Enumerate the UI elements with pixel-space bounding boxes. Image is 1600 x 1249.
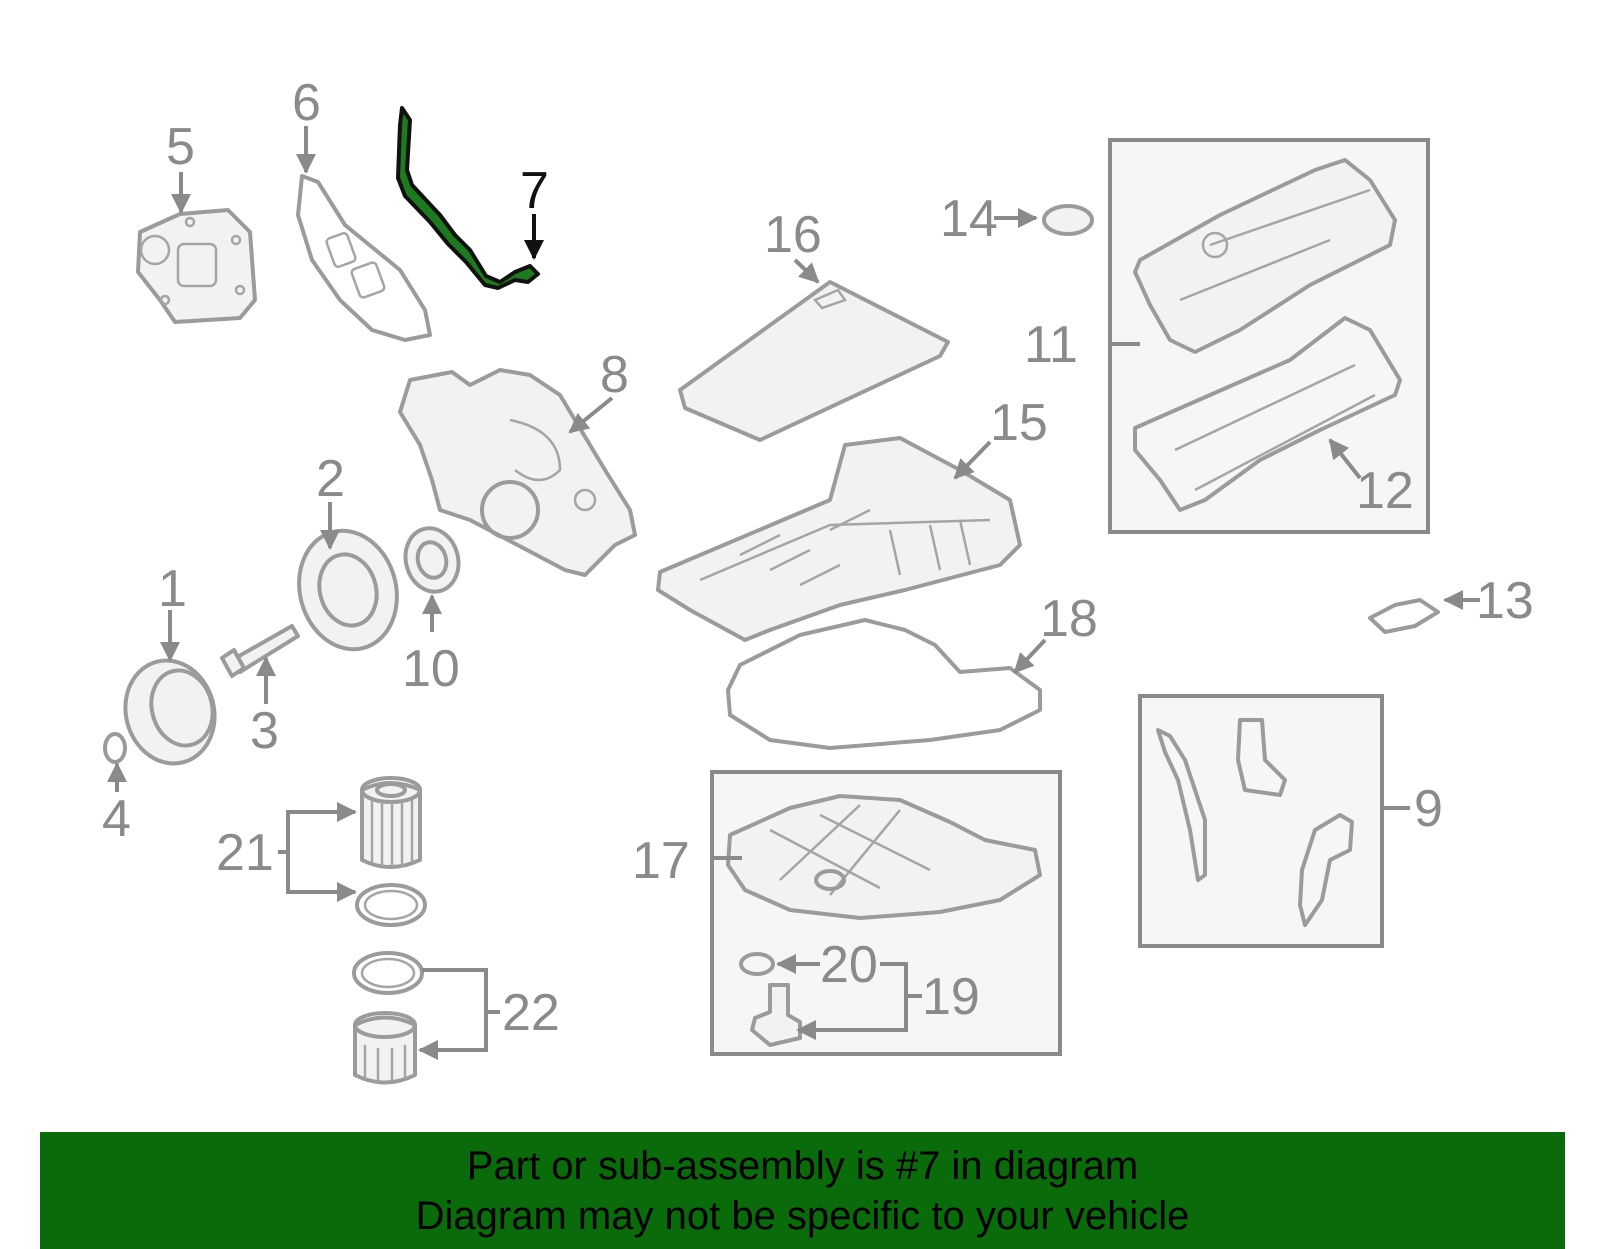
callout-22: 22 (502, 984, 560, 1042)
banner-line-1: Part or sub-assembly is #7 in diagram (466, 1144, 1139, 1188)
part-19-drain-plug[interactable] (750, 983, 802, 1047)
part-11-valve-cover[interactable] (1133, 158, 1397, 354)
callout-5: 5 (166, 118, 195, 176)
part-1-damper[interactable] (114, 650, 226, 773)
group-box-9 (1138, 694, 1384, 948)
callout-20: 20 (820, 936, 878, 994)
part-2-pulley[interactable] (286, 520, 410, 661)
part-5-pump-housing[interactable] (136, 208, 257, 324)
callout-14: 14 (940, 190, 998, 248)
callout-11: 11 (1024, 316, 1078, 374)
part-17-oil-pan-lower[interactable] (726, 794, 1042, 920)
callout-6: 6 (292, 74, 321, 132)
part-7-timing-cover-gasket[interactable] (396, 106, 540, 290)
callout-4: 4 (102, 790, 131, 848)
callout-12: 12 (1356, 462, 1414, 520)
part-9-gasket-kit[interactable] (1156, 718, 1354, 927)
part-10-seal[interactable] (399, 522, 466, 597)
callout-8: 8 (600, 346, 629, 404)
part-16-gasket[interactable] (678, 280, 950, 442)
part-14-seal[interactable] (1042, 204, 1094, 236)
callout-19: 19 (922, 968, 980, 1026)
callout-1: 1 (158, 560, 187, 618)
callout-18: 18 (1040, 590, 1098, 648)
callout-15: 15 (990, 394, 1048, 452)
info-banner: Part or sub-assembly is #7 in diagram Di… (40, 1132, 1565, 1249)
leader-lines (107, 126, 1480, 1060)
part-20-washer[interactable] (739, 952, 775, 976)
callout-2: 2 (316, 450, 345, 508)
part-15-oil-pan-upper[interactable] (656, 436, 1022, 642)
callout-labels: 1 2 3 4 5 6 7 8 9 10 11 12 13 14 15 16 1… (102, 74, 1534, 1042)
part-22-filter-cap[interactable] (352, 951, 424, 1085)
callout-13: 13 (1476, 572, 1534, 630)
callout-3: 3 (250, 702, 279, 760)
callout-21: 21 (216, 824, 274, 882)
part-12-valve-cover-gasket[interactable] (1133, 316, 1402, 512)
part-4-ring[interactable] (103, 732, 127, 764)
part-3-bolt[interactable] (220, 624, 300, 678)
part-21-oil-filter[interactable] (355, 776, 427, 927)
callout-7: 7 (520, 162, 549, 220)
callout-9: 9 (1414, 780, 1443, 838)
callout-10: 10 (402, 640, 460, 698)
part-13-gasket[interactable] (1368, 598, 1440, 634)
part-6-gasket[interactable] (296, 174, 432, 342)
part-8-front-cover[interactable] (398, 368, 637, 577)
banner-line-2: Diagram may not be specific to your vehi… (415, 1194, 1190, 1238)
callout-16: 16 (764, 206, 822, 264)
callout-17: 17 (632, 832, 690, 890)
part-18-oil-pan-gasket[interactable] (726, 618, 1042, 750)
